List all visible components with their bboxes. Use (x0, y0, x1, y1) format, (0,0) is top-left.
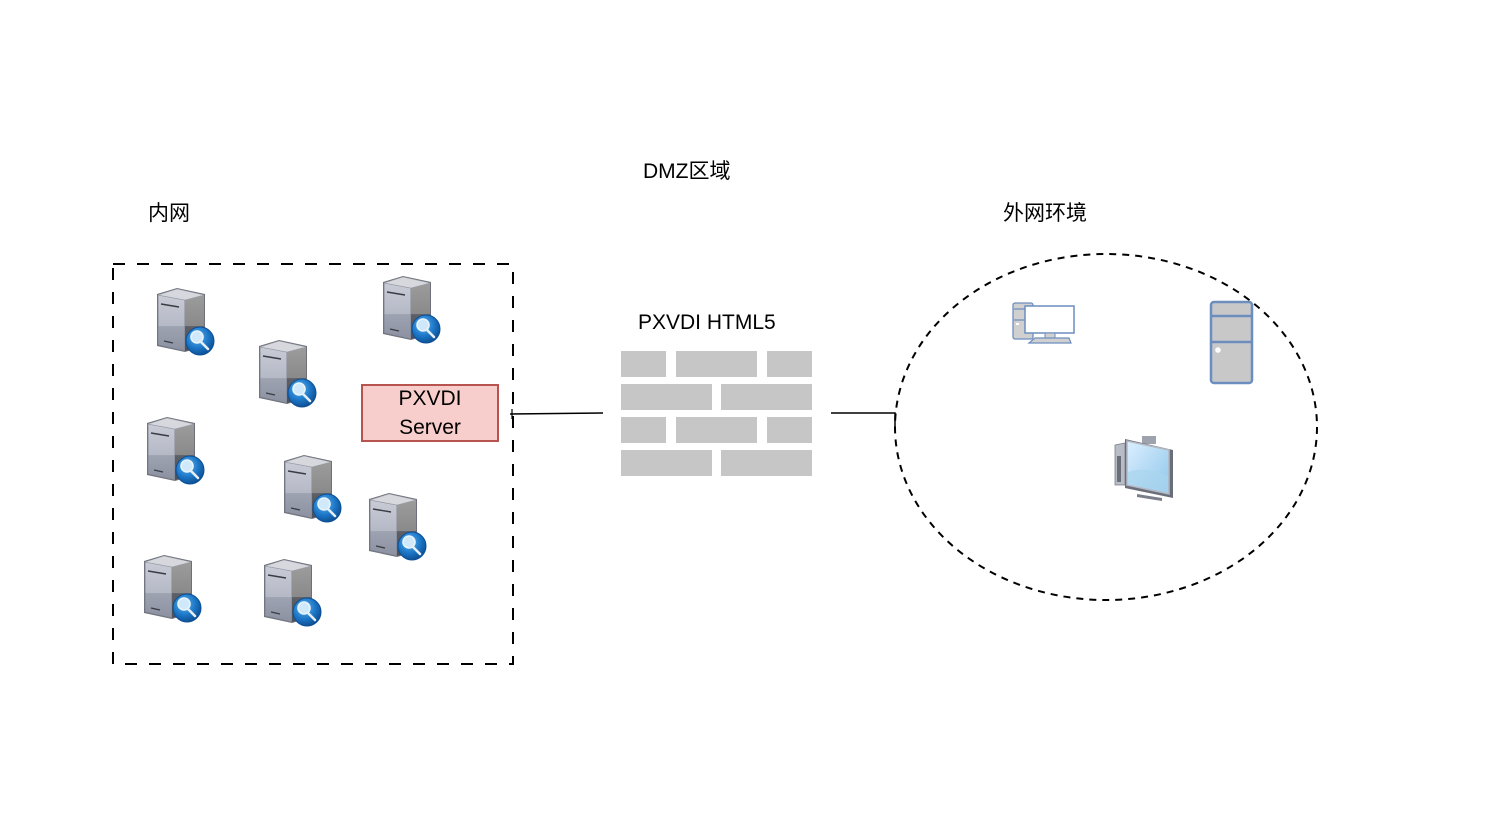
server-box-line1: PXVDI (398, 387, 462, 410)
firewall-icon (621, 351, 812, 476)
pxvdi-server-box[interactable]: PXVDI Server (361, 384, 499, 442)
dmz-zone-label: DMZ区域 (643, 160, 731, 183)
connector-intranet-dmz (509, 412, 604, 415)
firewall-label: PXVDI HTML5 (638, 311, 776, 334)
server-search-icon (155, 286, 216, 357)
server-search-icon (381, 274, 442, 345)
connector-dmz-external (831, 412, 896, 430)
workstation-monitor-icon (1114, 436, 1173, 501)
server-search-icon (367, 491, 428, 562)
desktop-pc-icon (1012, 302, 1075, 344)
tower-pc-icon (1209, 300, 1254, 385)
external-zone-boundary (894, 253, 1318, 601)
server-box-line2: Server (399, 416, 461, 439)
server-search-icon (142, 553, 203, 624)
intranet-zone-boundary (112, 263, 514, 665)
server-search-icon (145, 415, 206, 486)
intranet-zone-label: 内网 (148, 202, 190, 225)
server-search-icon (282, 453, 343, 524)
server-search-icon (257, 338, 318, 409)
server-search-icon (262, 557, 323, 628)
external-zone-label: 外网环境 (1003, 202, 1087, 225)
